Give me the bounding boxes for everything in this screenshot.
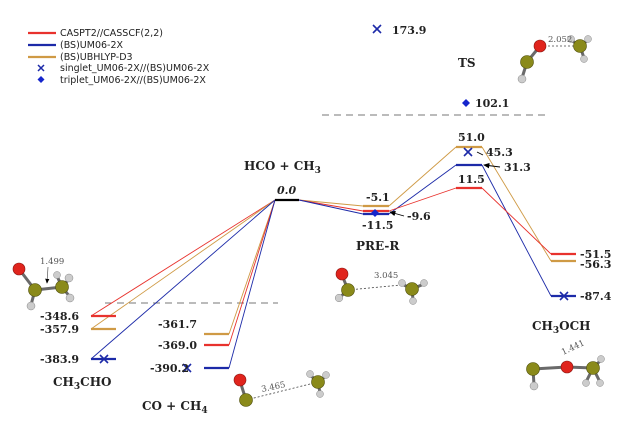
molecule-co-ch4: 3.465	[233, 370, 330, 407]
connector-ref-prer-um06	[298, 199, 364, 215]
connector-ref-ch3cho-caspt2	[90, 199, 276, 317]
connectors	[90, 146, 552, 369]
connector-prer-ts-ubhlyp	[388, 146, 457, 207]
molecule-ts: 2.052	[517, 35, 592, 84]
molecule-pre-r: 3.045	[334, 267, 428, 305]
distance-pre-r: 3.045	[374, 271, 398, 281]
connector-ts-ch3och-um06	[481, 164, 552, 297]
connector-ref-prer-ubhlyp	[298, 199, 364, 207]
legend-label-ubhlyp: (BS)UBHLYP-D3	[60, 52, 133, 63]
value-ch3och-caspt2: -51.5	[580, 248, 611, 261]
state-label-co-ch4: CO + CH4	[142, 399, 208, 416]
legend-swatch-singlet	[37, 64, 45, 72]
connector-ref-prer-caspt2	[298, 199, 364, 212]
value-singlet-top: 173.9	[392, 24, 426, 37]
distance-co-ch4: 3.465	[261, 380, 287, 395]
molecule-ch3cho: 1.499	[12, 257, 75, 311]
value-coch4-ubhlyp: -361.7	[158, 318, 197, 331]
value-prer-caspt2: -9.6	[407, 210, 431, 223]
connector-ts-ch3och-caspt2	[481, 187, 552, 255]
legend-label-triplet: triplet_UM06-2X//(BS)UM06-2X	[60, 75, 206, 86]
marker-singlet-ts	[463, 147, 473, 157]
value-coch4-caspt2: -369.0	[158, 339, 197, 352]
arrow-prer	[389, 210, 405, 217]
legend-label-caspt2: CASPT2//CASSCF(2,2)	[60, 28, 163, 39]
levels	[91, 145, 576, 370]
marker-triplet-prer	[371, 209, 379, 217]
value-ts-caspt2: 11.5	[458, 173, 485, 186]
distance-ch3och: 1.441	[560, 338, 586, 357]
state-label-pre-r: PRE-R	[356, 239, 400, 253]
value-prer-um06: -11.5	[362, 219, 393, 232]
connector-prer-ts-um06	[388, 164, 457, 215]
value-ch3cho-um06: -383.9	[40, 353, 79, 366]
value-ch3och-um06: -87.4	[580, 290, 612, 303]
value-ref: 0.0	[277, 184, 296, 197]
state-label-ch3cho: CH3CHO	[53, 375, 112, 392]
legend-label-um06: (BS)UM06-2X	[60, 40, 124, 51]
marker-singlet-top	[372, 24, 382, 34]
value-ts-singlet: 45.3	[486, 146, 513, 159]
value-ts-um06: 31.3	[504, 161, 531, 174]
marker-singlet-ch3och	[559, 291, 569, 301]
molecule-ch3och: 1.441	[526, 338, 605, 391]
connector-ref-coch4-ubhlyp	[228, 199, 276, 335]
state-label-hco-ch3: HCO + CH3	[244, 159, 321, 176]
value-prer-ubhlyp: -5.1	[366, 191, 390, 204]
value-triplet-top: 102.1	[475, 97, 509, 110]
value-ch3och-ubhlyp: -56.3	[580, 258, 611, 271]
arrow-ts-45	[476, 151, 484, 156]
value-ts-ubhlyp: 51.0	[458, 131, 485, 144]
value-ch3cho-caspt2: -348.6	[40, 310, 79, 323]
connector-ref-coch4-um06	[228, 199, 276, 369]
marker-triplet-top	[462, 99, 470, 107]
state-label-ch3och: CH3OCH	[532, 319, 591, 336]
legend-label-singlet: singlet_UM06-2X//(BS)UM06-2X	[60, 63, 210, 74]
distance-ts: 2.052	[548, 35, 572, 45]
legend: CASPT2//CASSCF(2,2) (BS)UM06-2X (BS)UBHL…	[28, 28, 210, 86]
state-label-ts: TS	[458, 56, 476, 70]
marker-singlet-ch3cho	[99, 354, 109, 364]
connector-prer-ts-caspt2	[388, 187, 457, 212]
connector-ref-coch4-caspt2	[228, 199, 276, 346]
distance-ch3cho: 1.499	[40, 257, 64, 267]
marker-singlet-coch4	[182, 363, 192, 373]
connector-ref-ch3cho-ubhlyp	[90, 199, 276, 330]
value-coch4-um06: -390.2	[150, 362, 189, 375]
arrow-ts-31	[483, 162, 501, 169]
legend-swatch-triplet	[37, 76, 45, 83]
value-ch3cho-ubhlyp: -357.9	[40, 323, 79, 336]
connector-ref-ch3cho-um06	[90, 199, 276, 360]
